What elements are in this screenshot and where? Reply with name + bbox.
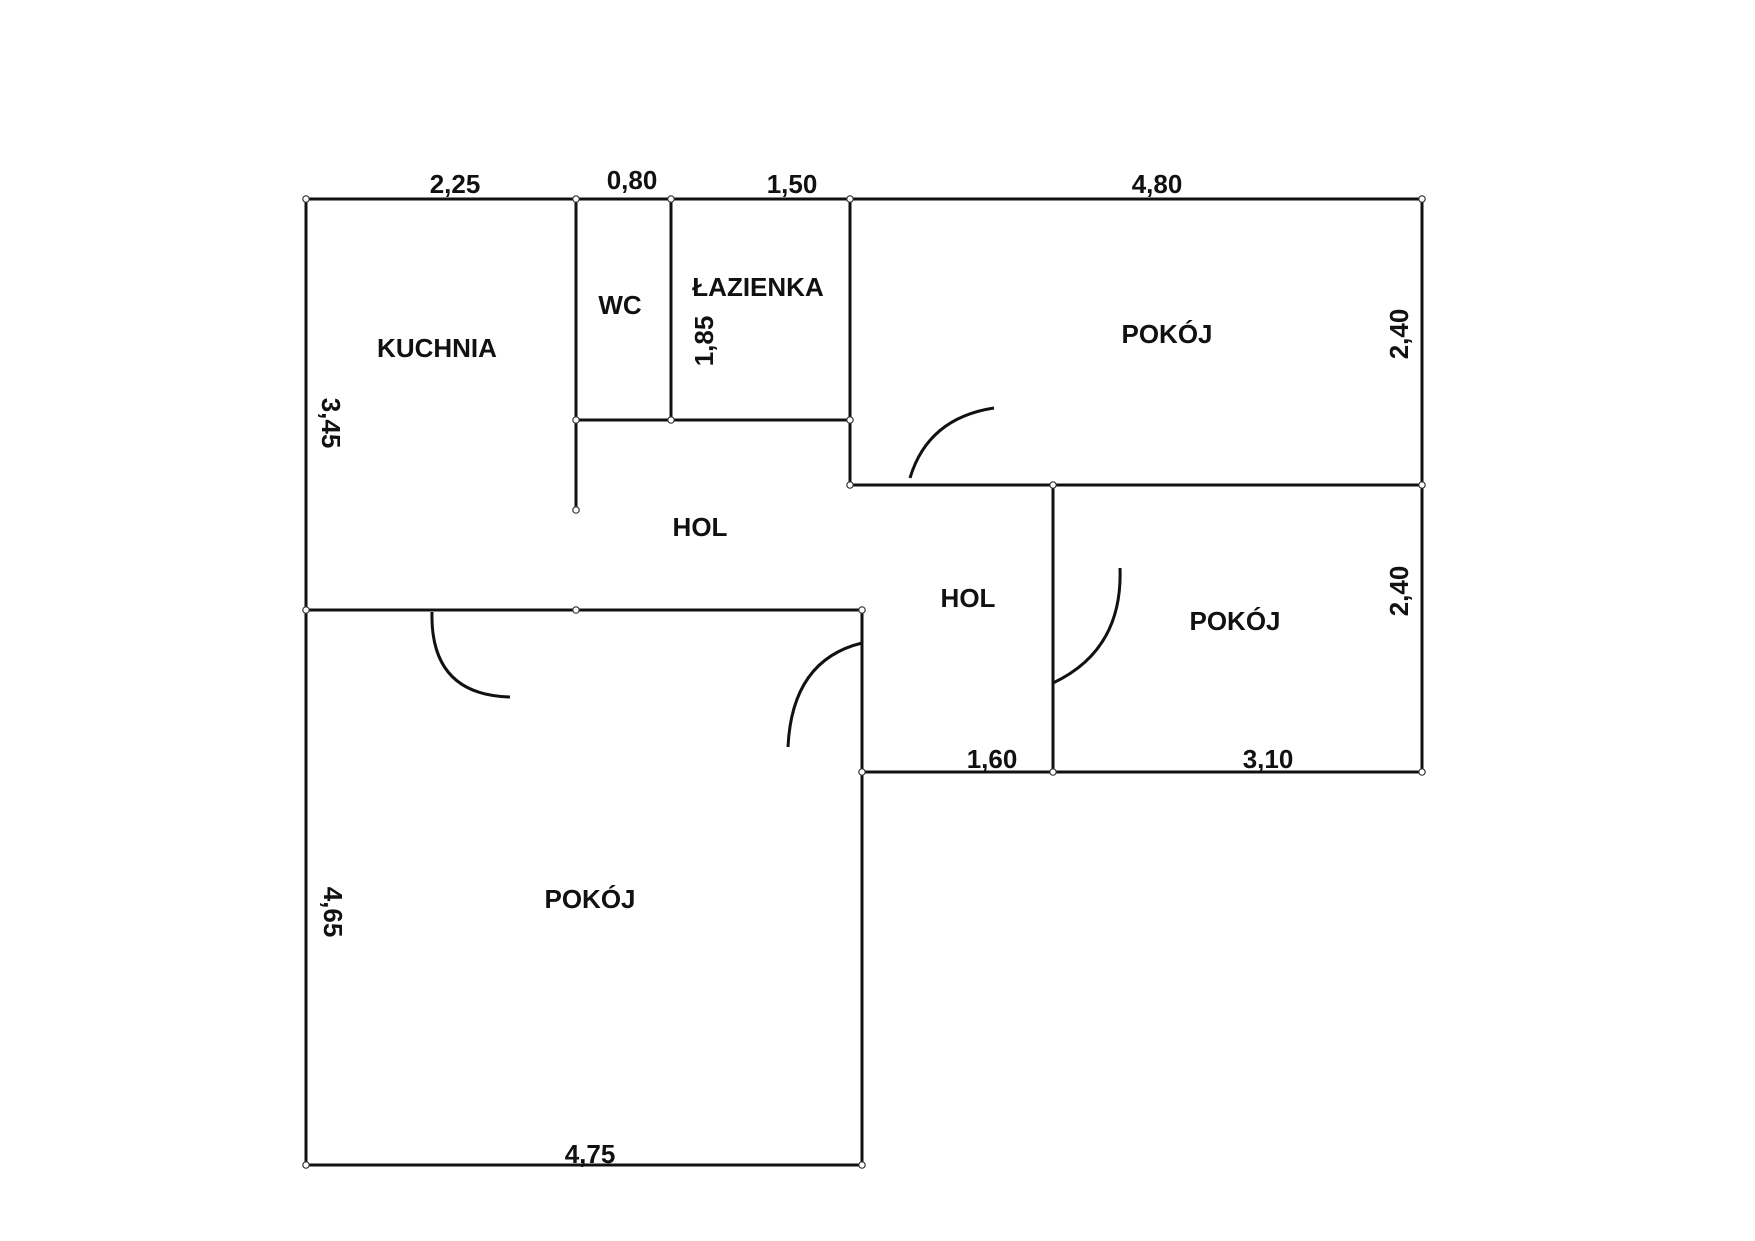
- door-arc-kitchen-room: [430, 611, 511, 699]
- node: [846, 195, 854, 203]
- node: [1049, 481, 1057, 489]
- room-labels: KUCHNIA WC ŁAZIENKA POKÓJ HOL HOL POKÓJ …: [377, 272, 1280, 914]
- node: [667, 195, 675, 203]
- node: [302, 606, 310, 614]
- dimension-lazienka-height: 1,85: [689, 316, 719, 367]
- wall-nodes: [302, 195, 1426, 1169]
- room-label-pokoj-mid-right: POKÓJ: [1189, 606, 1280, 636]
- room-label-wc: WC: [598, 290, 642, 320]
- door-arc-pokoj-mid: [1052, 567, 1122, 685]
- dimension-kuchnia-height: 3,45: [316, 398, 346, 449]
- walls: [304, 197, 1424, 1167]
- node: [858, 1161, 866, 1169]
- node: [572, 195, 580, 203]
- room-label-lazienka: ŁAZIENKA: [692, 272, 824, 302]
- node: [302, 195, 310, 203]
- doors: [430, 406, 1122, 748]
- node: [572, 606, 580, 614]
- node: [1049, 768, 1057, 776]
- door-arc-pokoj-top: [908, 406, 995, 479]
- node: [846, 481, 854, 489]
- dimension-pokoj-top-right-height: 2,40: [1384, 309, 1414, 360]
- node: [858, 768, 866, 776]
- dimension-pokoj-bottom-left-height: 4,65: [318, 887, 348, 938]
- room-label-pokoj-top-right: POKÓJ: [1121, 319, 1212, 349]
- node: [1418, 768, 1426, 776]
- node: [858, 606, 866, 614]
- dimension-top-kuchnia: 2,25: [430, 169, 481, 199]
- dimension-top-wc: 0,80: [607, 165, 658, 195]
- node: [302, 1161, 310, 1169]
- dimension-top-pokoj: 4,80: [1132, 169, 1183, 199]
- room-label-hol-main: HOL: [673, 512, 728, 542]
- room-label-hol-side: HOL: [941, 583, 996, 613]
- node: [572, 506, 580, 514]
- node: [572, 416, 580, 424]
- node: [667, 416, 675, 424]
- node: [1418, 195, 1426, 203]
- dimension-pokoj-bottom-left-bottom: 4,75: [565, 1139, 616, 1169]
- dimension-pokoj-mid-right-bottom: 3,10: [1243, 744, 1294, 774]
- node: [1418, 481, 1426, 489]
- dimension-labels: 2,25 0,80 1,50 4,80 1,85 3,45 2,40 2,40 …: [316, 165, 1414, 1169]
- dimension-top-lazienka: 1,50: [767, 169, 818, 199]
- dimension-hol-side-bottom: 1,60: [967, 744, 1018, 774]
- dimension-pokoj-mid-right-height: 2,40: [1384, 566, 1414, 617]
- node: [846, 416, 854, 424]
- room-label-kuchnia: KUCHNIA: [377, 333, 497, 363]
- door-arc-pokoj-bottom: [786, 641, 863, 748]
- room-label-pokoj-bottom-left: POKÓJ: [544, 884, 635, 914]
